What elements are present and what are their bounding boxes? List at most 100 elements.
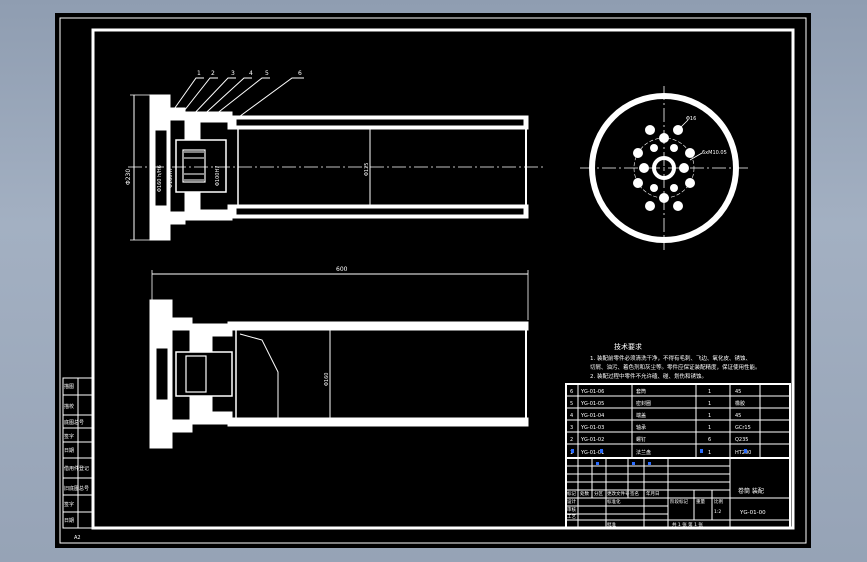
part-no: 4 [570, 413, 573, 419]
part-material: Q235 [735, 437, 748, 443]
title-block-markers [596, 462, 651, 465]
part-name: 密封圈 [636, 400, 651, 407]
dim-bore-1: Φ160 h/H6 [157, 165, 163, 192]
tb-sign: 签名 [630, 490, 639, 497]
side-label-3: 签字 [64, 433, 74, 440]
top-bearing-hatch [184, 151, 204, 181]
parts-list-markers [571, 449, 747, 453]
side-label-2: 底图总号 [64, 419, 84, 426]
end-leader-1 [677, 119, 689, 131]
balloon-1: 1 [197, 70, 201, 77]
bottom-view-labels: 600 Φ160 [324, 266, 348, 386]
drawing-number: YG-01-00 [739, 510, 766, 516]
balloon-3: 3 [231, 70, 235, 77]
part-code: YG-01-01 [580, 450, 604, 456]
side-label-5: 借用件登记 [64, 465, 89, 472]
title-block: 标记 处数 分区 更改文件号 签名 年月日 设计 标准化 审核 工艺 批准 阶段… [567, 487, 766, 528]
notes-line-2: 切屑、油污、着色剂和灰尘等。零件应保证装配精度，保证使用性能。 [590, 363, 761, 371]
hole-label: Φ16 [686, 116, 696, 122]
top-flange-gap [154, 129, 168, 207]
bottom-cone [239, 333, 279, 418]
tb-process: 工艺 [567, 514, 576, 520]
notes-line-1: 1. 装配前零件必须清洗干净，不得有毛刺、飞边、氧化皮、锈蚀、 [590, 354, 751, 362]
technical-notes: 技术要求 1. 装配前零件必须清洗干净，不得有毛刺、飞边、氧化皮、锈蚀、 切屑、… [590, 342, 761, 380]
dim-length: 600 [336, 266, 348, 273]
part-no: 3 [570, 425, 573, 431]
part-code: YG-01-03 [580, 425, 604, 431]
side-label-1: 描校 [64, 403, 74, 410]
tb-sheet: 共 1 张 第 1 张 [672, 521, 703, 528]
part-name: 轴承 [636, 424, 646, 431]
balloon-5: 5 [265, 70, 269, 77]
balloon-2: 2 [211, 70, 215, 77]
part-name: 套筒 [636, 388, 646, 395]
end-view [580, 86, 748, 250]
tb-date: 年月日 [646, 490, 660, 497]
tb-review: 审核 [567, 506, 576, 513]
part-code: YG-01-04 [580, 413, 604, 419]
tb-weight: 重量 [696, 498, 705, 505]
side-label-8: 日期 [64, 518, 74, 524]
side-strip-labels: 描图 描校 底图总号 签字 日期 借用件登记 旧底图总号 签字 日期 [64, 383, 89, 524]
end-leader-2 [689, 152, 703, 161]
bottom-flange [149, 299, 193, 449]
top-view-labels: 1 2 3 4 5 6 Φ230 Φ160 h/H6 Φ160H7 Φ100H7… [125, 70, 370, 192]
balloon-leaders [171, 77, 304, 123]
top-section-view [128, 77, 545, 241]
part-name: 法兰盘 [636, 449, 651, 456]
dim-tube-inner: Φ125 [364, 163, 370, 176]
tb-mark: 标记 [567, 490, 576, 497]
parts-list-grid [565, 383, 791, 459]
part-qty: 1 [708, 413, 711, 419]
bottom-flange-gap [155, 347, 169, 401]
notes-line-3: 2. 装配过程中零件不允许磕、碰、划伤和锈蚀。 [590, 372, 707, 380]
dim-tube: Φ160 [324, 373, 330, 386]
top-hub [184, 111, 233, 221]
tb-doc: 更改文件号 [607, 490, 630, 497]
tb-std: 标准化 [607, 498, 621, 505]
part-material: GCr15 [735, 425, 751, 431]
title-block-grid [565, 457, 791, 529]
inner-frame [91, 28, 795, 530]
part-qty: 1 [708, 425, 711, 431]
balloon-4: 4 [249, 70, 253, 77]
dim-overall-height: Φ230 [125, 169, 132, 185]
tb-scale: 比例 [714, 498, 723, 505]
top-tube-upper-inner [235, 118, 525, 127]
part-no: 6 [570, 389, 573, 395]
paper-background [55, 13, 811, 548]
bottom-bearing [185, 355, 207, 393]
end-center-hole [652, 156, 676, 180]
bolt-label: 6xM10.05 [702, 150, 727, 156]
dim-bore-3: Φ100H7 [215, 166, 221, 186]
top-tube-lower-inner [235, 207, 525, 216]
tb-design: 设计 [567, 498, 576, 505]
side-strip [62, 377, 94, 529]
notes-title: 技术要求 [614, 342, 642, 351]
tb-zone: 分区 [594, 490, 603, 497]
part-no: 2 [570, 437, 573, 443]
part-code: YG-01-02 [580, 437, 604, 443]
part-material: 45 [735, 389, 741, 395]
corner-label: A2 [74, 535, 81, 541]
part-qty: 1 [708, 389, 711, 395]
tb-scale-value: 1:2 [714, 509, 721, 515]
drawing-name: 卷筒 装配 [738, 487, 764, 495]
part-material: 45 [735, 413, 741, 419]
part-no: 5 [570, 401, 573, 407]
balloon-6: 6 [298, 70, 302, 77]
side-label-0: 描图 [64, 383, 74, 390]
part-name: 螺钉 [636, 436, 646, 443]
top-bearing [182, 149, 206, 183]
part-qty: 1 [708, 401, 711, 407]
part-material: 橡胶 [735, 400, 745, 407]
tb-stage: 阶段标记 [670, 498, 688, 505]
tb-approve: 批准 [607, 521, 616, 528]
part-code: YG-01-05 [580, 401, 604, 407]
side-label-4: 日期 [64, 448, 74, 454]
bottom-tube-lower-wall [227, 417, 529, 427]
bottom-tube-upper-wall [227, 321, 529, 331]
part-material: HT200 [735, 450, 751, 456]
part-name: 端盖 [636, 412, 646, 419]
